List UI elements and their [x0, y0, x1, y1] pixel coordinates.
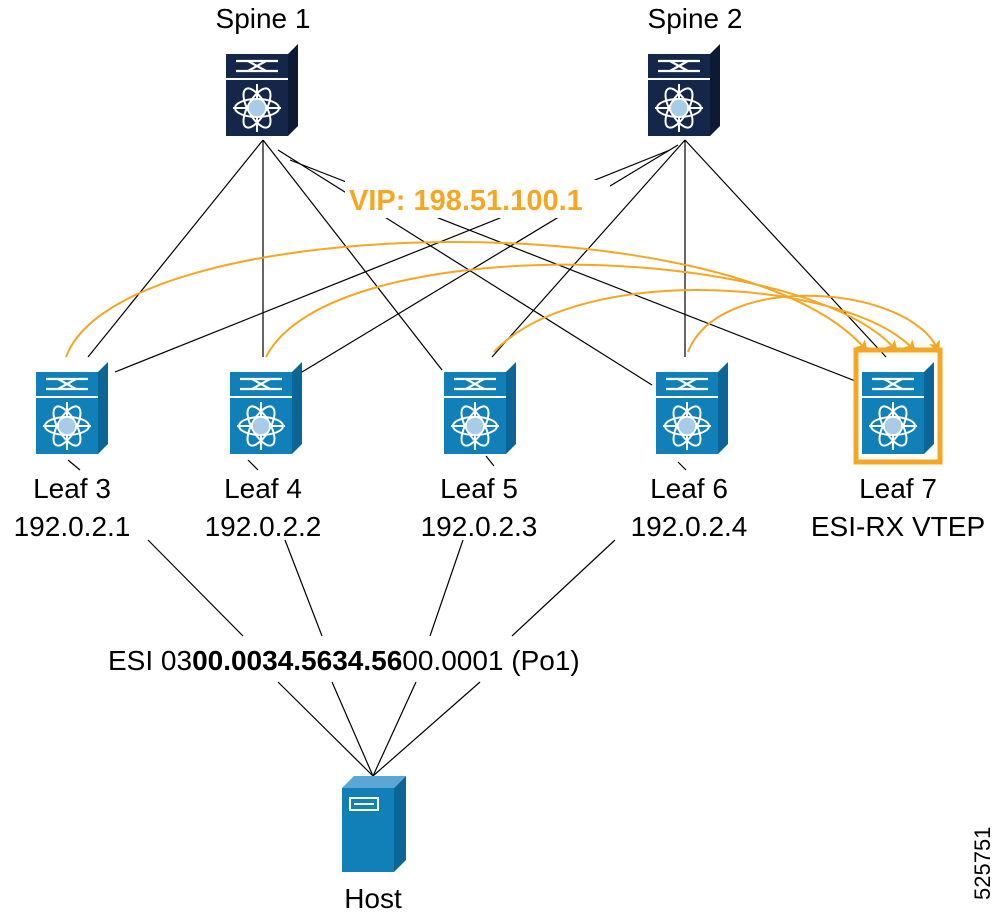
leaf-6-name: Leaf 6 [650, 473, 728, 504]
host-side-face [394, 776, 406, 872]
leaf-6-ip: 192.0.2.4 [631, 511, 748, 542]
host-drive-slot [349, 797, 379, 811]
link-leaf6-esi [511, 539, 616, 637]
arrow-leaf3-to-leaf7 [65, 241, 868, 358]
link-leaf4-esi [284, 539, 323, 637]
figure-id: 525751 [970, 827, 995, 900]
leaf-switch-icon [656, 362, 728, 454]
arrow-leaf6-to-leaf7 [687, 294, 940, 353]
link-leaf6-tick [677, 461, 687, 471]
arrow-leaf4-to-leaf7 [265, 263, 898, 358]
link-leaf4-tick [247, 459, 259, 471]
leaf-4-ip: 192.0.2.2 [205, 511, 322, 542]
spine-switch-2[interactable] [648, 44, 720, 136]
leaf-3-ip: 192.0.2.1 [14, 511, 131, 542]
esi-suffix: 00.0001 (Po1) [402, 645, 579, 676]
leaf-5-ip: 192.0.2.3 [421, 511, 538, 542]
link-esi-host-3 [372, 681, 417, 777]
ingress-replication-arrows [65, 241, 940, 358]
spine-switch-icon [648, 44, 720, 136]
leaf-switch-3[interactable] [36, 362, 108, 454]
link-esi-host-4 [372, 681, 481, 777]
link-spine2-leaf4 [301, 144, 679, 373]
link-spine1-leaf5 [262, 139, 443, 371]
link-leaf3-tick [67, 459, 81, 471]
spine-switch-1[interactable]: #s1 .sw-body{fill:#14264a}#s1 .sw-side{f… [226, 44, 298, 136]
esi-label-background [100, 640, 648, 680]
esi-prefix: ESI 03 [108, 645, 192, 676]
leaf-switch-icon [36, 362, 108, 454]
leaf-5-name: Leaf 5 [440, 473, 518, 504]
leaf-switch-6[interactable] [656, 362, 728, 454]
spine-switch-icon [226, 44, 298, 136]
link-spine1-leaf6 [277, 149, 653, 386]
spine-1-label: Spine 1 [216, 3, 311, 34]
link-spine1-leaf3 [87, 139, 264, 358]
leaf-4-name: Leaf 4 [224, 473, 302, 504]
leaf-switch-icon [862, 362, 934, 454]
arrow-leaf5-to-leaf7 [493, 289, 917, 353]
leaf-switch-icon [230, 362, 302, 454]
leaf-3-name: Leaf 3 [33, 473, 111, 504]
link-spine2-leaf7 [684, 139, 887, 358]
host-top-face [342, 776, 406, 788]
spine-leaf-links [87, 139, 887, 386]
link-esi-host-1 [277, 681, 374, 777]
leaf-switch-icon [444, 362, 516, 454]
link-esi-host-2 [331, 681, 374, 777]
host-server[interactable] [342, 776, 406, 872]
host-label: Host [344, 883, 402, 914]
leaf-host-links [67, 455, 687, 777]
link-leaf5-tick [485, 455, 495, 467]
esi-label: ESI 0300.0034.5634.5600.0001 (Po1) [108, 645, 580, 676]
leaf-switch-5[interactable] [444, 362, 516, 454]
vip-label-background [345, 180, 610, 218]
spine-2-label: Spine 2 [648, 3, 743, 34]
leaf-7-role: ESI-RX VTEP [811, 511, 985, 542]
leaf7-highlight-frame [853, 347, 943, 465]
link-leaf3-esi [147, 539, 244, 637]
leaf-switch-4[interactable] [230, 362, 302, 454]
link-leaf5-esi [429, 539, 464, 637]
vip-label: VIP: 198.51.100.1 [349, 185, 583, 217]
esi-bold-segment: 00.0034.5634.56 [192, 645, 402, 676]
leaf-7-name: Leaf 7 [859, 473, 937, 504]
leaf-switch-7[interactable] [853, 347, 943, 465]
